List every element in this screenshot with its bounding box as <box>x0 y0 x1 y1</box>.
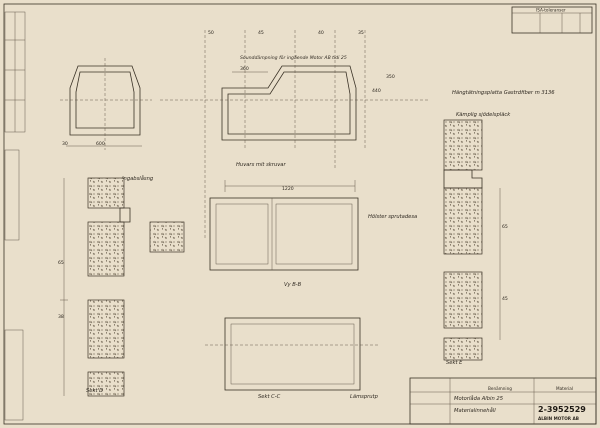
label-view-bb: Vy B-B <box>284 282 302 288</box>
dim-top-40: 40 <box>318 30 324 36</box>
dim-65-left: 65 <box>58 260 64 266</box>
dim-top-35: 35 <box>358 30 364 36</box>
front-view: 600 30 <box>60 58 152 150</box>
label-section-cc: Sekt C-C <box>258 394 281 400</box>
view-bb: Vy B-B <box>209 197 359 288</box>
section-cc: Sekt C-C Lämsprutp <box>205 317 380 400</box>
tolerance-box: ISA-toleranser <box>511 6 593 34</box>
dim-38-left: 38 <box>58 314 64 320</box>
note-mounting: Ingabslåsng <box>122 175 154 182</box>
dim-350: 350 <box>386 74 395 80</box>
title-block: Benämning Material Motorlåda Albin 25 Ma… <box>409 377 597 425</box>
note-foam: Hölster sprutadesa <box>368 214 417 220</box>
note-seal: Hängtätningsplatta Gastrdfiber m 3136 <box>452 90 555 96</box>
section-d: 65 38 Sekt D <box>58 177 185 397</box>
dim-45-right: 45 <box>502 296 508 302</box>
dim-1220: 1220 <box>282 186 294 192</box>
note-sound: Sounddämpning för ingående Motor AB tidi… <box>240 54 347 61</box>
label-section-d: Sekt D <box>86 388 103 394</box>
note-crossbar: Kämplig sjödelspläck <box>456 112 511 118</box>
title-line-2: Materialinnehåll <box>454 407 496 414</box>
drawing-number: 2-3952529 <box>538 405 586 414</box>
section-e: 65 45 Sekt E Hängtätningsplatta Gastrdfi… <box>368 90 555 366</box>
dim-360: 360 <box>240 66 249 72</box>
material-label: Material <box>556 386 573 391</box>
title-line-1: Motorlåda Albin 25 <box>454 395 504 402</box>
dim-30: 30 <box>62 141 68 147</box>
dim-600: 600 <box>96 141 105 147</box>
dim-top-45: 45 <box>258 30 264 36</box>
label-section-e: Sekt E <box>446 360 463 366</box>
note-screws: Huvars mit skruvar <box>236 162 286 168</box>
sheet-border <box>3 3 597 425</box>
name-label: Benämning <box>488 386 512 391</box>
standard-label: ISA-toleranser <box>536 8 566 13</box>
dim-440: 440 <box>372 88 381 94</box>
company-name: ALBIN MOTOR AB <box>538 416 579 421</box>
dim-65-right: 65 <box>502 224 508 230</box>
revision-strip <box>4 11 26 421</box>
main-section: 360 1220 440 350 50 45 40 35 Sounddämpni… <box>122 30 430 240</box>
note-bottom: Lämsprutp <box>350 394 379 400</box>
dim-top-50: 50 <box>208 30 214 36</box>
